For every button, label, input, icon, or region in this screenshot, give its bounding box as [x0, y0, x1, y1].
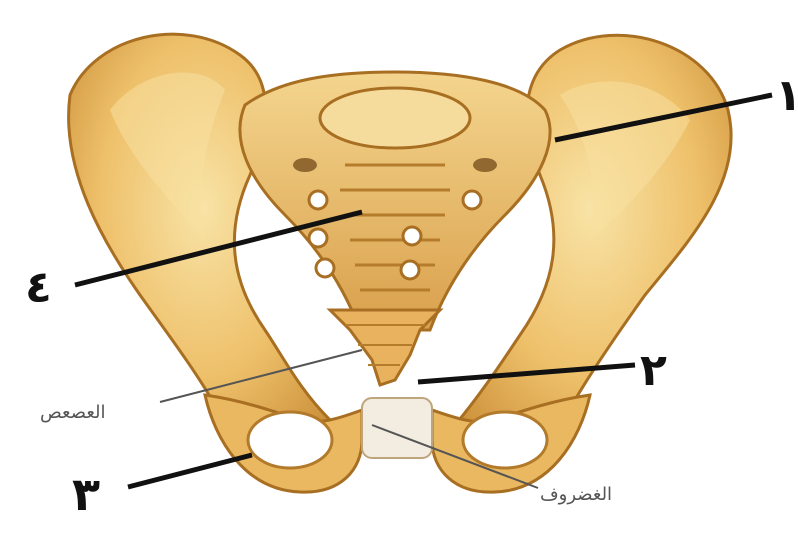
sacral-foramen: [401, 261, 419, 279]
callout-number-2: ٢: [640, 345, 667, 396]
callout-line-3: [128, 455, 252, 487]
sacral-foramen: [309, 191, 327, 209]
sacral-foramen: [316, 259, 334, 277]
sacral-base: [320, 88, 470, 148]
cartilage-label: الغضروف: [540, 484, 612, 505]
pubic-symphysis-cartilage: [362, 398, 432, 458]
right-obturator-foramen: [463, 412, 547, 468]
callout-number-3: ٣: [72, 467, 100, 521]
sacral-foramen: [403, 227, 421, 245]
left-obturator-foramen: [248, 412, 332, 468]
sacral-foramen: [309, 229, 327, 247]
coccyx: [330, 310, 440, 385]
sacral-foramen: [463, 191, 481, 209]
coccyx-label: العصعص: [40, 402, 106, 423]
callout-number-1: ١: [775, 70, 798, 121]
callout-number-4: ٤: [25, 262, 52, 313]
